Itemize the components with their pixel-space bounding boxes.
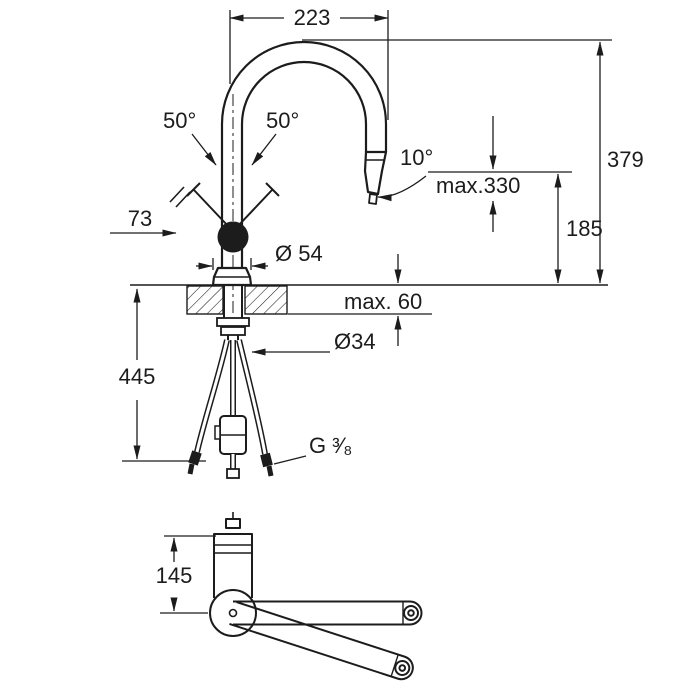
countertop-hatch-right	[244, 285, 288, 315]
label-handle-swing-left: 50°	[163, 108, 196, 133]
left-supply-hose-core	[195, 339, 229, 453]
left-hose-fitting	[188, 450, 202, 466]
leader-line-50deg-left	[191, 133, 217, 166]
mounting-shank	[223, 285, 243, 318]
top-view-body-lines	[214, 544, 252, 554]
faucet-side-view	[186, 40, 388, 316]
gooseneck-outer-outline	[220, 40, 388, 268]
label-spray-angle: 10°	[400, 145, 433, 170]
tick-marks-73	[169, 186, 191, 208]
faucet-top-view	[209, 512, 423, 684]
swivel-arm-position-1	[232, 600, 423, 626]
mounting-washer	[216, 317, 250, 327]
lever-position-right	[237, 182, 280, 227]
right-hose-fitting-tip	[266, 465, 274, 477]
leader-line-50deg-right	[251, 133, 277, 166]
spray-head-tip	[368, 193, 378, 205]
label-shank-diameter: Ø34	[334, 329, 376, 354]
dimension-lines	[110, 10, 612, 614]
pullout-hose-fitting	[226, 468, 240, 479]
swivel-arm-position-2	[228, 601, 417, 684]
label-spout-reach: 223	[294, 5, 331, 30]
right-hose-fitting	[260, 452, 273, 468]
swivel-pivot	[228, 608, 238, 618]
leader-line-thread	[273, 455, 307, 465]
label-top-view-offset: 145	[156, 563, 193, 588]
extension-ticks-54	[212, 258, 252, 270]
label-spout-outlet-height: 185	[566, 216, 603, 241]
countertop-hatch-left	[186, 285, 224, 315]
label-base-diameter: Ø 54	[275, 241, 323, 266]
countertop-section	[130, 284, 608, 340]
shank-stub	[227, 335, 239, 340]
label-handle-projection: 73	[128, 206, 152, 231]
spray-head	[363, 150, 388, 196]
mounting-nut	[220, 326, 246, 336]
label-below-deck-length: 445	[119, 364, 156, 389]
label-max-pullout: max.330	[436, 173, 520, 198]
label-overall-height: 379	[607, 147, 644, 172]
label-hose-thread: G ³⁄₈	[309, 433, 352, 458]
top-view-lever-detail	[225, 518, 241, 529]
left-hose-fitting-tip	[187, 463, 195, 475]
label-max-deck-thickness: max. 60	[344, 289, 422, 314]
supply-hoses	[187, 339, 274, 479]
lever-ball-joint	[217, 221, 249, 253]
top-view-body	[213, 533, 253, 598]
dimension-labels: 223 50° 50° 10° 379 max.330 185 73 Ø 54 …	[119, 5, 644, 588]
right-supply-hose-core	[237, 339, 267, 455]
gooseneck-inner-outline	[240, 60, 368, 268]
leader-line-10deg	[377, 175, 427, 202]
label-handle-swing-right: 50°	[266, 108, 299, 133]
hose-weight-clip	[214, 425, 221, 440]
